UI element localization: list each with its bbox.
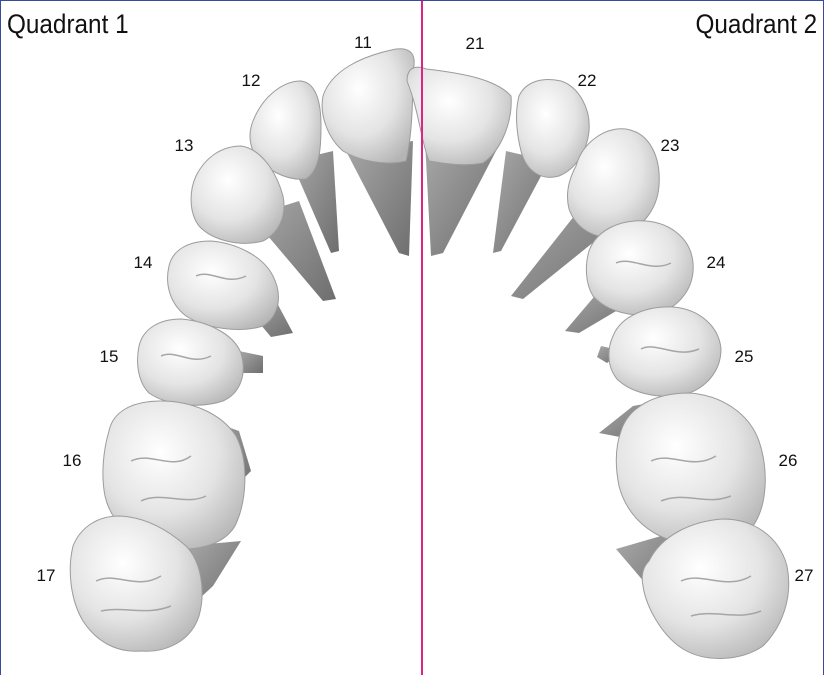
tooth-label-14: 14 xyxy=(134,253,153,273)
crown-11 xyxy=(322,49,414,163)
tooth-label-13: 13 xyxy=(175,136,194,156)
tooth-label-16: 16 xyxy=(63,451,82,471)
crown-15 xyxy=(138,319,244,405)
tooth-label-21: 21 xyxy=(466,34,485,54)
crown-25 xyxy=(609,307,721,396)
tooth-label-11: 11 xyxy=(354,33,372,53)
tooth-label-27: 27 xyxy=(795,566,814,586)
q2-crowns xyxy=(407,67,789,658)
tooth-label-22: 22 xyxy=(578,71,597,91)
tooth-label-24: 24 xyxy=(707,253,726,273)
q1-crowns xyxy=(70,49,414,652)
crown-14 xyxy=(168,241,279,329)
tooth-label-25: 25 xyxy=(735,347,754,367)
tooth-label-15: 15 xyxy=(100,347,119,367)
tooth-label-12: 12 xyxy=(242,71,261,91)
tooth-label-23: 23 xyxy=(661,136,680,156)
quadrant-2-label: Quadrant 2 xyxy=(695,9,817,40)
crown-24 xyxy=(586,221,693,315)
tooth-label-26: 26 xyxy=(779,451,798,471)
quadrant-1-label: Quadrant 1 xyxy=(7,9,129,40)
tooth-label-17: 17 xyxy=(37,566,56,586)
